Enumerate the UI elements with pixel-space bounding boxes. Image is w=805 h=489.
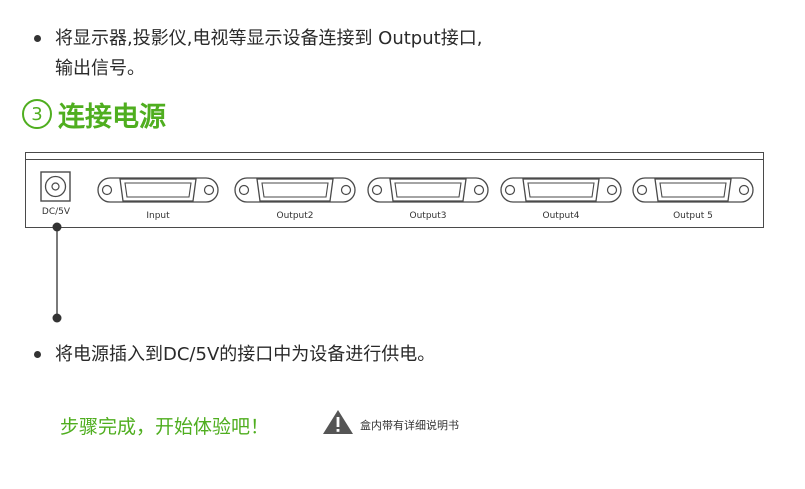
instruction-connect-display: 将显示器,投影仪,电视等显示设备连接到 Output接口, (55, 28, 483, 49)
step-number-badge: 3 (22, 99, 52, 129)
port-label: Output 5 (673, 211, 713, 221)
vga-port-icon (500, 177, 622, 203)
splitter-device-panel (25, 159, 764, 228)
manual-included-note: 盒内带有详细说明书 (360, 419, 459, 432)
vga-port-icon (367, 177, 489, 203)
dc-power-jack-icon (40, 171, 71, 202)
warning-triangle-icon (323, 410, 353, 434)
step-title: 连接电源 (58, 101, 166, 133)
vga-port-icon (234, 177, 356, 203)
instruction-output-signal: 输出信号。 (55, 58, 145, 79)
port-label: Output2 (276, 211, 314, 221)
port-label: Output4 (542, 211, 580, 221)
finish-message: 步骤完成，开始体验吧！ (60, 416, 270, 438)
step-heading: 3 连接电源 (22, 95, 166, 133)
power-callout-line (52, 222, 62, 323)
bullet-dot (34, 351, 41, 358)
port-label: Output3 (409, 211, 447, 221)
vga-port-icon (632, 177, 754, 203)
dc-power-label: DC/5V (41, 207, 71, 217)
port-label: Input (146, 211, 170, 221)
bullet-dot (34, 35, 41, 42)
instruction-plug-power: 将电源插入到DC/5V的接口中为设备进行供电。 (55, 344, 436, 365)
device-top-edge (25, 152, 764, 160)
vga-port-icon (97, 177, 219, 203)
